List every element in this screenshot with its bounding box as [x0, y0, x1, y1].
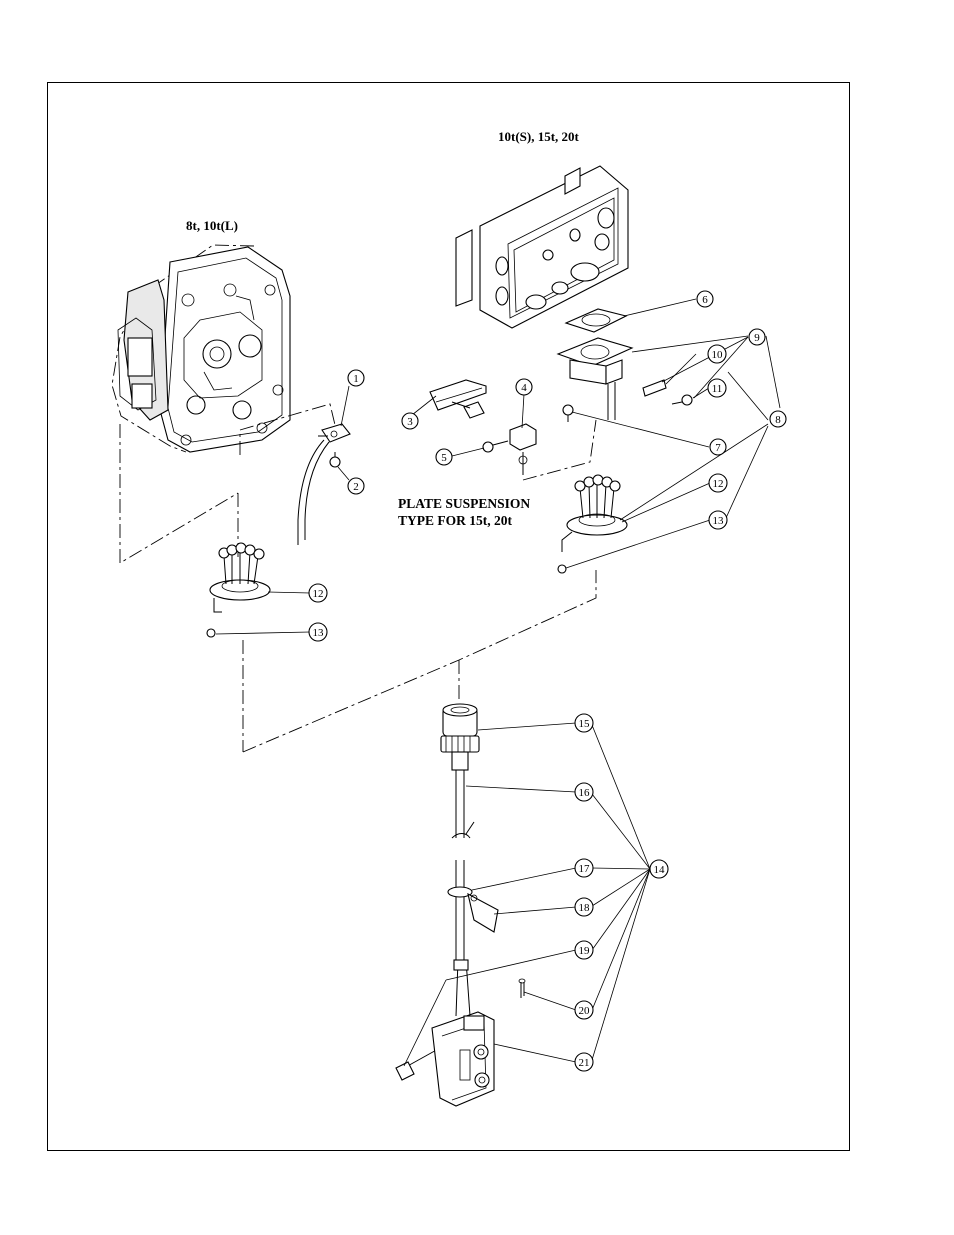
- left-cable-gland: [207, 543, 270, 637]
- callout-13-left: 13: [309, 623, 327, 641]
- callout-20-label: 20: [579, 1005, 591, 1017]
- callout-4-label: 4: [521, 382, 527, 394]
- part-16-cable: [452, 770, 474, 960]
- leader-lines: [216, 299, 780, 1066]
- callout-6-label: 6: [702, 294, 708, 306]
- part-18-tag: [468, 894, 498, 932]
- callout-13-left-label: 13: [313, 627, 325, 639]
- callout-11-label: 11: [712, 383, 723, 395]
- part-10-terminal: [643, 380, 666, 396]
- callout-14: 14: [650, 860, 668, 878]
- right-variant-heading: 10t(S), 15t, 20t: [498, 129, 580, 144]
- callout-9-label: 9: [754, 332, 760, 344]
- callout-12-right: 12: [709, 474, 727, 492]
- part-1-earth-terminal: [298, 424, 350, 545]
- callout-17: 17: [575, 859, 593, 877]
- callout-5: 5: [436, 449, 452, 465]
- callout-21-label: 21: [579, 1057, 590, 1069]
- callout-8: 8: [770, 411, 786, 427]
- callout-7: 7: [710, 439, 726, 455]
- part-11-screw: [672, 395, 692, 405]
- callout-1: 1: [348, 370, 364, 386]
- right-cable-gland: [558, 475, 627, 573]
- part-21-pendant-switch: [432, 1012, 494, 1106]
- right-hoist-housing: [456, 166, 628, 328]
- part-3-suspension-plate: [430, 380, 486, 418]
- part-20-split-pin: [519, 979, 525, 998]
- callout-20: 20: [575, 1001, 593, 1019]
- callout-3-label: 3: [407, 416, 413, 428]
- callout-13-right-label: 13: [713, 515, 725, 527]
- callout-2-label: 2: [353, 481, 359, 493]
- callout-18: 18: [575, 898, 593, 916]
- callout-11: 11: [708, 379, 726, 397]
- callout-6: 6: [697, 291, 713, 307]
- callout-7-label: 7: [715, 442, 721, 454]
- callout-12-left: 12: [309, 584, 327, 602]
- callout-2: 2: [348, 478, 364, 494]
- callout-12-left-label: 12: [313, 588, 324, 600]
- part-4-clamp: [510, 424, 536, 475]
- part-7-screw: [563, 405, 573, 422]
- callout-1-label: 1: [353, 373, 359, 385]
- callout-15-label: 15: [579, 718, 591, 730]
- left-variant-heading: 8t, 10t(L): [186, 218, 238, 233]
- callout-16: 16: [575, 783, 593, 801]
- callout-15: 15: [575, 714, 593, 732]
- callout-3: 3: [402, 413, 418, 429]
- callout-18-label: 18: [579, 902, 591, 914]
- callout-13-right: 13: [709, 511, 727, 529]
- callout-21: 21: [575, 1053, 593, 1071]
- part-6-gasket: [566, 309, 626, 332]
- callout-5-label: 5: [441, 452, 447, 464]
- plate-suspension-note-line2: TYPE FOR 15t, 20t: [398, 513, 512, 528]
- plate-suspension-note-line1: PLATE SUSPENSION: [398, 496, 530, 511]
- callout-16-label: 16: [579, 787, 591, 799]
- part-15-connector: [441, 704, 479, 770]
- callout-14-label: 14: [654, 864, 666, 876]
- callout-19: 19: [575, 941, 593, 959]
- callout-19-label: 19: [579, 945, 591, 957]
- callout-17-label: 17: [579, 863, 591, 875]
- callout-10: 10: [708, 345, 726, 363]
- callout-4: 4: [516, 379, 532, 395]
- callout-9: 9: [749, 329, 765, 345]
- callout-10-label: 10: [712, 349, 724, 361]
- callout-8-label: 8: [775, 414, 781, 426]
- part-2-screw: [330, 452, 340, 467]
- callout-12-right-label: 12: [713, 478, 724, 490]
- part-5-bolt: [483, 441, 508, 452]
- left-hoist-housing: [112, 245, 290, 452]
